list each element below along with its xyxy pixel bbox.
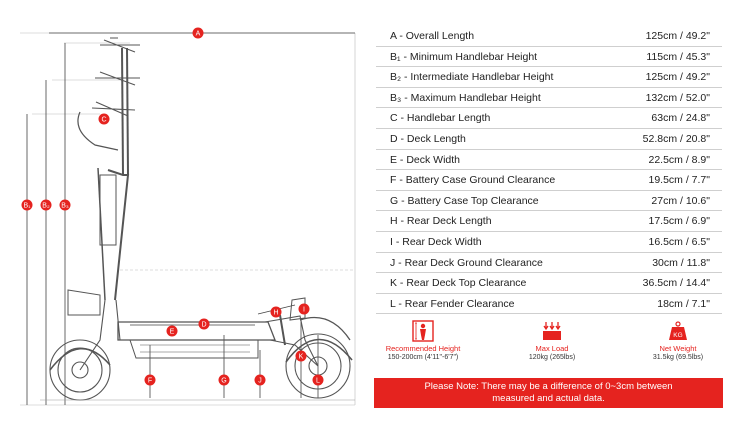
svg-text:A: A <box>196 31 201 38</box>
spec-value: 16.5cm / 6.5" <box>648 235 710 248</box>
svg-text:B₂: B₂ <box>42 203 50 210</box>
max-load-icon <box>543 322 561 340</box>
spec-row: I - Rear Deck Width 16.5cm / 6.5" <box>376 232 722 253</box>
svg-text:F: F <box>148 378 152 385</box>
marker-G: G <box>218 374 230 386</box>
spec-label: K - Rear Deck Top Clearance <box>390 277 527 290</box>
spec-row: B₃ - Maximum Handlebar Height 132cm / 52.… <box>376 88 722 109</box>
svg-text:KG: KG <box>673 332 682 339</box>
marker-K: K <box>295 350 307 362</box>
recommended-height-title: Recommended Height <box>385 344 461 353</box>
spec-value: 18cm / 7.1" <box>657 297 710 310</box>
dimension-markers: A B₁ B₂ B₃ C D E F G H I J K L <box>21 27 324 386</box>
max-load-title: Max Load <box>535 344 569 353</box>
marker-B1: B₁ <box>21 199 33 211</box>
spec-row: A - Overall Length 125cm / 49.2" <box>376 26 722 47</box>
spec-label: C - Handlebar Length <box>390 112 491 125</box>
svg-text:I: I <box>303 307 305 314</box>
spec-row: H - Rear Deck Length 17.5cm / 6.9" <box>376 211 722 232</box>
svg-text:G: G <box>221 378 226 385</box>
marker-E: E <box>166 325 178 337</box>
spec-label: B₃ - Maximum Handlebar Height <box>390 91 541 104</box>
spec-row: D - Deck Length 52.8cm / 20.8" <box>376 129 722 150</box>
marker-H: H <box>270 306 282 318</box>
spec-label: I - Rear Deck Width <box>390 235 482 248</box>
svg-text:D: D <box>201 322 206 329</box>
spec-label: L - Rear Fender Clearance <box>390 297 515 310</box>
net-weight-value: 31.5kg (69.5lbs) <box>652 354 704 361</box>
weight-kg-icon: KG <box>669 321 687 340</box>
person-height-icon <box>412 320 434 342</box>
spec-value: 52.8cm / 20.8" <box>642 132 710 145</box>
net-weight-block: KG Net Weight 31.5kg (69.5lbs) <box>638 320 718 361</box>
marker-J: J <box>254 374 266 386</box>
note-line-2: measured and actual data. <box>492 393 605 404</box>
note-line-1: Please Note: There may be a difference o… <box>424 381 673 392</box>
spec-value: 27cm / 10.6" <box>651 194 710 207</box>
svg-text:B₁: B₁ <box>23 203 31 210</box>
spec-value: 63cm / 24.8" <box>651 112 710 125</box>
spec-row: J - Rear Deck Ground Clearance 30cm / 11.… <box>376 253 722 274</box>
marker-B2: B₂ <box>40 199 52 211</box>
scooter-dimension-diagram: A B₁ B₂ B₃ C D E F G H I J K L <box>20 27 356 406</box>
spec-value: 115cm / 45.3" <box>646 50 710 63</box>
spec-row: K - Rear Deck Top Clearance 36.5cm / 14.4… <box>376 273 722 294</box>
recommended-height-block: Recommended Height 150-200cm (4'11"-6'7"… <box>382 320 464 361</box>
spec-label: H - Rear Deck Length <box>390 215 492 228</box>
svg-text:H: H <box>273 310 278 317</box>
spec-row: F - Battery Case Ground Clearance 19.5cm … <box>376 170 722 191</box>
spec-value: 30cm / 11.8" <box>652 256 710 269</box>
reference-lines <box>20 32 356 406</box>
spec-row: B₂ - Intermediate Handlebar Height 125cm … <box>376 67 722 88</box>
spec-label: F - Battery Case Ground Clearance <box>390 174 556 187</box>
marker-B3: B₃ <box>59 199 71 211</box>
spec-row: B₁ - Minimum Handlebar Height 115cm / 45.… <box>376 47 722 68</box>
spec-label: G - Battery Case Top Clearance <box>390 194 539 207</box>
summary-icons: Recommended Height 150-200cm (4'11"-6'7"… <box>376 320 722 372</box>
spec-row: E - Deck Width 22.5cm / 8.9" <box>376 150 722 171</box>
svg-text:E: E <box>170 329 175 336</box>
spec-table: A - Overall Length 125cm / 49.2" B₁ - Mini… <box>376 26 722 315</box>
spec-value: 22.5cm / 8.9" <box>648 153 710 166</box>
svg-text:B₃: B₃ <box>61 203 69 210</box>
spec-label: A - Overall Length <box>390 30 475 42</box>
spec-label: J - Rear Deck Ground Clearance <box>390 256 543 269</box>
spec-label: B₁ - Minimum Handlebar Height <box>390 50 538 63</box>
spec-value: 36.5cm / 14.4" <box>642 277 710 290</box>
spec-row: L - Rear Fender Clearance 18cm / 7.1" <box>376 294 722 315</box>
spec-value: 125cm / 49.2" <box>645 71 710 84</box>
svg-text:C: C <box>101 117 106 124</box>
marker-F: F <box>144 374 156 386</box>
scooter-sketch <box>40 37 355 401</box>
marker-C: C <box>98 113 110 125</box>
dimension-lines <box>26 32 355 405</box>
max-load-block: Max Load 120kg (265lbs) <box>512 320 592 361</box>
marker-I: I <box>298 303 310 315</box>
max-load-value: 120kg (265lbs) <box>528 354 576 361</box>
marker-A: A <box>192 27 204 39</box>
spec-value: 132cm / 52.0" <box>645 91 710 104</box>
spec-value: 125cm / 49.2" <box>645 30 710 42</box>
spec-value: 17.5cm / 6.9" <box>648 215 710 228</box>
spec-label: D - Deck Length <box>390 132 466 145</box>
spec-row: G - Battery Case Top Clearance 27cm / 10.… <box>376 191 722 212</box>
measurement-note: Please Note: There may be a difference o… <box>374 378 723 408</box>
net-weight-title: Net Weight <box>659 344 697 353</box>
spec-label: B₂ - Intermediate Handlebar Height <box>390 71 554 84</box>
marker-D: D <box>198 318 210 330</box>
recommended-height-value: 150-200cm (4'11"-6'7") <box>387 354 459 361</box>
svg-text:L: L <box>316 378 320 385</box>
svg-text:J: J <box>258 378 262 385</box>
svg-text:K: K <box>299 354 304 361</box>
spec-label: E - Deck Width <box>390 153 461 166</box>
spec-value: 19.5cm / 7.7" <box>648 174 710 187</box>
marker-L: L <box>312 374 324 386</box>
spec-row: C - Handlebar Length 63cm / 24.8" <box>376 108 722 129</box>
